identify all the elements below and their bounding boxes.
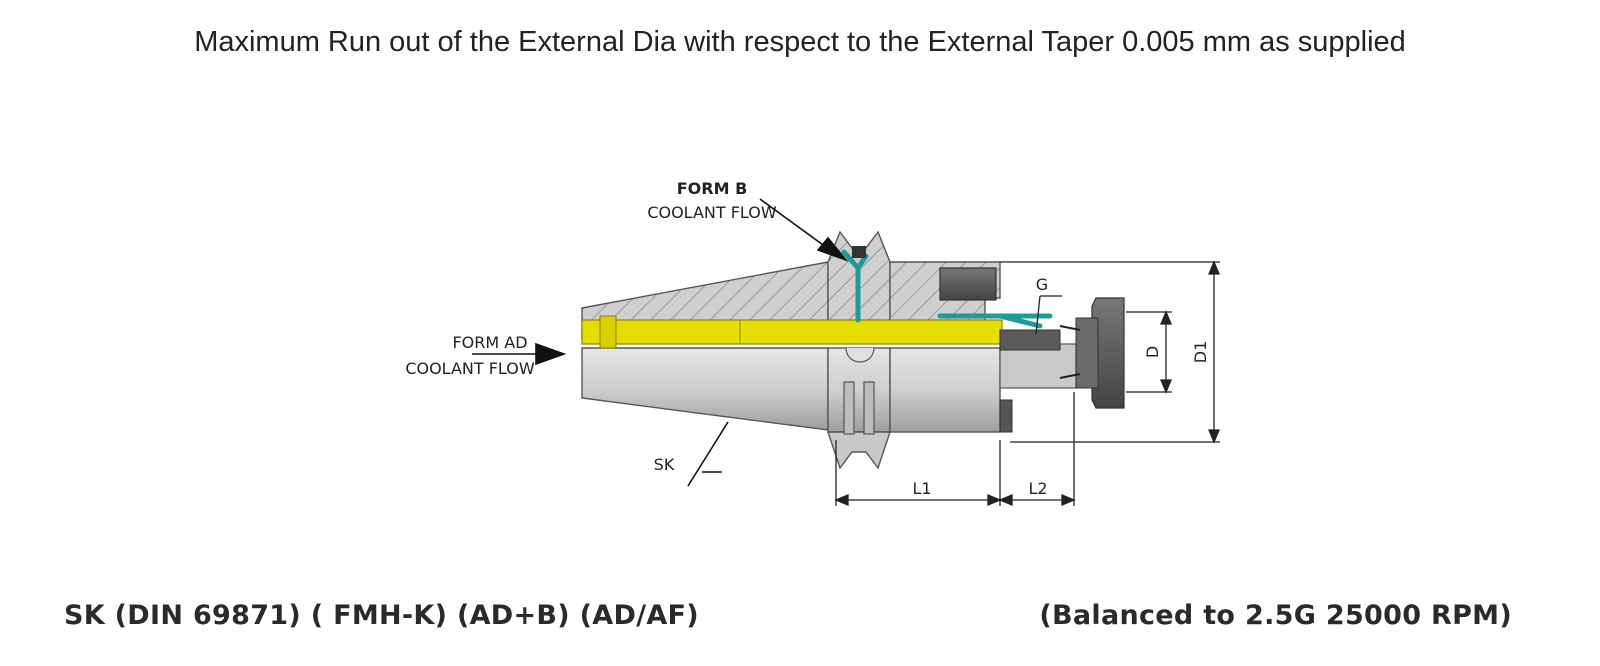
- product-spec-label: SK (DIN 69871) ( FMH-K) (AD+B) (AD/AF): [64, 600, 699, 631]
- form-ad-label-line2: COOLANT FLOW: [405, 359, 535, 378]
- arbor-pilot: [999, 329, 1077, 389]
- l1-label: L1: [912, 479, 931, 498]
- dimension-lines: [834, 260, 1220, 506]
- coolant-channel-ad: [581, 315, 1003, 349]
- sk-label: SK: [654, 455, 675, 474]
- form-b-label-line2: COOLANT FLOW: [647, 203, 777, 222]
- face-mill-cutter: [1059, 297, 1125, 409]
- d1-label: D1: [1191, 341, 1210, 364]
- leader-lines: [472, 198, 849, 487]
- l2-label: L2: [1028, 479, 1047, 498]
- form-b-label-line1: FORM B: [677, 179, 748, 198]
- coolant-nozzle: [852, 246, 866, 258]
- tool-holder-drawing: FORM B COOLANT FLOW FORM AD COOLANT FLOW…: [405, 179, 1220, 506]
- coolant-pipe-b: [841, 249, 1053, 329]
- runout-note: Maximum Run out of the External Dia with…: [194, 26, 1406, 58]
- plain-lower-body: [581, 347, 1001, 470]
- form-ad-label-line1: FORM AD: [452, 333, 527, 352]
- retaining-screw: [939, 267, 1013, 433]
- d-label: D: [1143, 346, 1162, 358]
- g-label: G: [1036, 275, 1048, 294]
- balance-spec-label: (Balanced to 2.5G 25000 RPM): [1039, 600, 1512, 631]
